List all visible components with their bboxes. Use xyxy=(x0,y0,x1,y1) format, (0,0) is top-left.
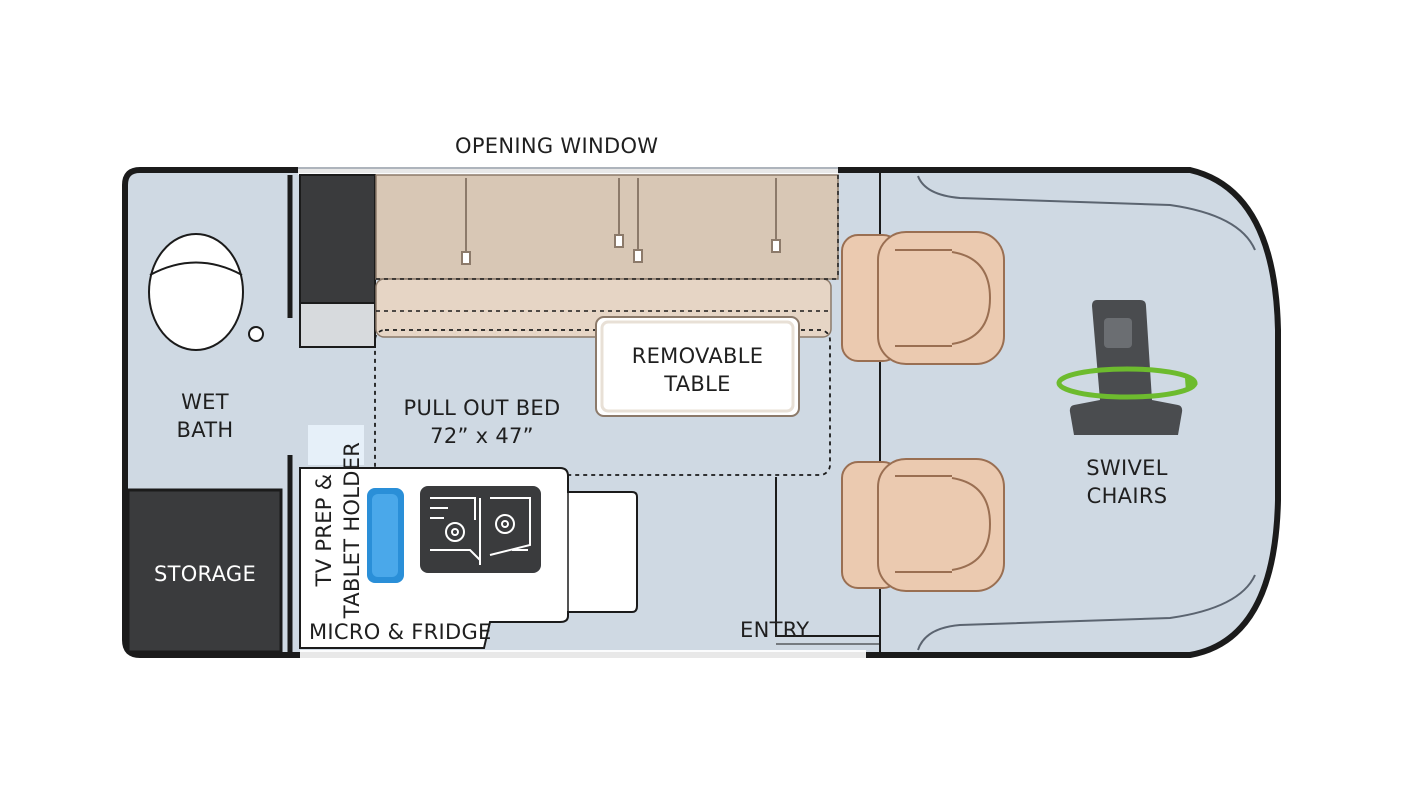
swivel-chairs-label: SWIVEL CHAIRS xyxy=(1086,456,1168,508)
seat-belts xyxy=(461,178,781,265)
swivel-seat-icon xyxy=(1056,300,1198,435)
toilet-icon xyxy=(148,233,264,351)
sofa-backrest xyxy=(375,174,839,280)
entry-door xyxy=(775,477,880,637)
storage-cabinet xyxy=(126,488,283,654)
wardrobe-cabinet xyxy=(299,174,376,304)
cooktop-icon xyxy=(420,486,541,573)
wet-bath-label: WET BATH xyxy=(176,390,234,442)
pull-out-bed-label: PULL OUT BED 72” x 47” xyxy=(403,396,561,448)
cab-outline xyxy=(917,175,1256,651)
opening-window-label: OPENING WINDOW xyxy=(455,134,659,158)
opening-window xyxy=(298,165,838,175)
storage-label: STORAGE xyxy=(153,562,257,586)
micro-fridge-label: MICRO & FRIDGE xyxy=(309,620,492,644)
entry-label: ENTRY xyxy=(740,618,810,642)
window-bottom xyxy=(300,650,866,658)
removable-table-label: REMOVABLE TABLE xyxy=(631,344,764,396)
tv-prep-label: TV PREP & TABLET HOLDER xyxy=(312,441,364,619)
captain-chair-icon xyxy=(841,231,1005,592)
removable-table xyxy=(595,316,800,417)
